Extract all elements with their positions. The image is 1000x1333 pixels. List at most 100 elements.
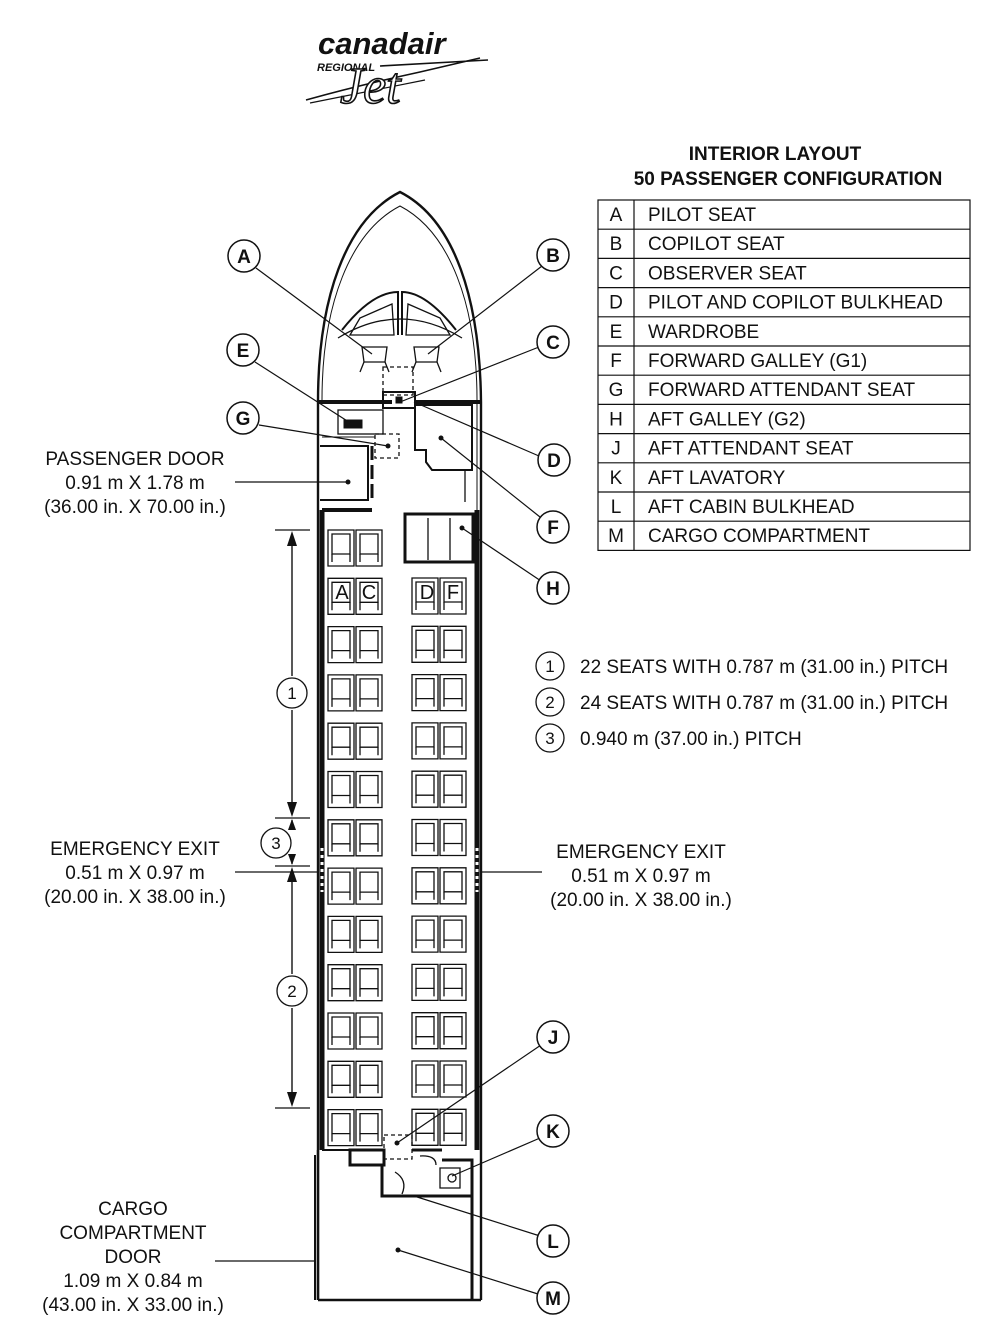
callout-a-circle xyxy=(227,239,261,273)
callout-m: M xyxy=(545,1289,561,1310)
callout-c-circle xyxy=(536,325,570,359)
passenger-seat xyxy=(355,674,383,712)
legend-key: K xyxy=(610,468,623,489)
pitch-marker-2: 2 xyxy=(287,982,296,1001)
logo-brand: canadair xyxy=(318,26,447,61)
passenger-seat xyxy=(411,770,439,808)
seat-letter-d: D xyxy=(420,582,434,604)
cargo-door-line2: COMPARTMENT xyxy=(59,1223,206,1244)
passenger-seat xyxy=(439,722,467,760)
legend-key: B xyxy=(610,234,623,255)
passenger-seat xyxy=(327,915,355,954)
legend-text: PILOT AND COPILOT BULKHEAD xyxy=(648,293,943,314)
callout-f-circle xyxy=(536,510,570,544)
emergency-exit-left-imperial: (20.00 in. X 38.00 in.) xyxy=(44,887,226,908)
leader-dots xyxy=(345,435,465,1253)
legend-text: WARDROBE xyxy=(648,322,759,343)
passenger-seat xyxy=(411,722,439,760)
passenger-seat xyxy=(411,963,439,1002)
cargo-door-line3: DOOR xyxy=(105,1247,162,1268)
legend-key: F xyxy=(610,351,622,372)
pitch-note-number: 2 xyxy=(545,693,554,712)
passenger-seat xyxy=(327,674,355,712)
pitch-marker-3: 3 xyxy=(271,834,280,853)
passenger-seat xyxy=(355,577,383,615)
legend-key: J xyxy=(611,439,621,460)
passenger-seat xyxy=(355,770,383,809)
legend-text: OBSERVER SEAT xyxy=(648,263,807,284)
pitch-note-text: 24 SEATS WITH 0.787 m (31.00 in.) PITCH xyxy=(580,693,948,714)
passenger-seat xyxy=(327,819,355,857)
callout-j-circle xyxy=(536,1020,570,1054)
seat-letter-f: F xyxy=(447,582,459,604)
callout-e: E xyxy=(237,341,250,362)
passenger-seat xyxy=(411,625,439,663)
callout-f: F xyxy=(547,518,559,539)
passenger-seat xyxy=(327,1108,355,1147)
passenger-seat xyxy=(439,625,467,663)
pitch-note-circle xyxy=(535,687,565,717)
legend-key: H xyxy=(609,409,623,430)
leader-lines xyxy=(215,265,543,1295)
callout-h: H xyxy=(546,579,560,600)
pitch-dimension-lines xyxy=(275,529,310,1109)
legend-key: G xyxy=(609,380,624,401)
passenger-seat xyxy=(439,1012,467,1050)
legend-text: FORWARD GALLEY (G1) xyxy=(648,351,867,372)
callout-c: C xyxy=(546,333,560,354)
passenger-seat xyxy=(327,867,355,905)
callout-b: B xyxy=(546,246,560,267)
fuselage xyxy=(314,190,483,1302)
passenger-seat xyxy=(355,1060,383,1098)
passenger-seat xyxy=(327,529,355,567)
passenger-seat xyxy=(439,1108,467,1146)
logo-jet: Jet xyxy=(340,58,402,115)
passenger-seat xyxy=(327,577,355,615)
diagram-subtitle: 50 PASSENGER CONFIGURATION xyxy=(634,169,943,190)
callout-d: D xyxy=(547,451,561,472)
passenger-door-metric: 0.91 m X 1.78 m xyxy=(65,473,204,494)
seat-letter-c: C xyxy=(362,582,376,604)
passenger-seat xyxy=(355,964,383,1002)
passenger-seat xyxy=(355,722,383,760)
legend-text: AFT ATTENDANT SEAT xyxy=(648,439,854,460)
legend-text: AFT CABIN BULKHEAD xyxy=(648,497,855,518)
passenger-seat xyxy=(439,867,467,905)
passenger-seat xyxy=(355,1012,383,1050)
cargo-door-metric: 1.09 m X 0.84 m xyxy=(63,1271,202,1292)
passenger-seat xyxy=(439,915,467,953)
emergency-exit-left-label: EMERGENCY EXIT 0.51 m X 0.97 m (20.00 in… xyxy=(44,839,226,908)
passenger-seat xyxy=(355,529,383,567)
legend-text: AFT LAVATORY xyxy=(648,468,786,489)
passenger-seat xyxy=(411,577,439,615)
cargo-door-imperial: (43.00 in. X 33.00 in.) xyxy=(42,1295,224,1316)
legend-text: PILOT SEAT xyxy=(648,205,756,226)
diagram-title: INTERIOR LAYOUT xyxy=(689,144,862,165)
emergency-exit-right-label: EMERGENCY EXIT 0.51 m X 0.97 m (20.00 in… xyxy=(550,842,732,911)
passenger-seat xyxy=(411,1060,439,1098)
callout-k-circle xyxy=(536,1114,570,1148)
passenger-seat xyxy=(439,770,467,808)
callout-l: L xyxy=(547,1232,559,1253)
pitch-note-number: 3 xyxy=(545,729,554,748)
callout-h-circle xyxy=(536,571,570,605)
passenger-seat xyxy=(411,867,439,905)
passenger-seat xyxy=(327,1060,355,1098)
logo-sub: REGIONAL xyxy=(317,62,375,74)
passenger-seat xyxy=(355,819,383,857)
passenger-seat xyxy=(411,915,439,953)
callout-j: J xyxy=(548,1028,559,1049)
passenger-seat xyxy=(439,818,467,857)
emergency-exit-left-title: EMERGENCY EXIT xyxy=(50,839,220,860)
passenger-seat xyxy=(327,964,355,1002)
passenger-seat xyxy=(355,1108,383,1147)
pitch-note-circle xyxy=(535,723,565,753)
passenger-seat xyxy=(439,673,467,712)
emergency-exit-left-metric: 0.51 m X 0.97 m xyxy=(65,863,204,884)
legend-key: D xyxy=(609,293,623,314)
pitch-note-text: 22 SEATS WITH 0.787 m (31.00 in.) PITCH xyxy=(580,657,948,678)
pitch-marker-1: 1 xyxy=(287,684,296,703)
